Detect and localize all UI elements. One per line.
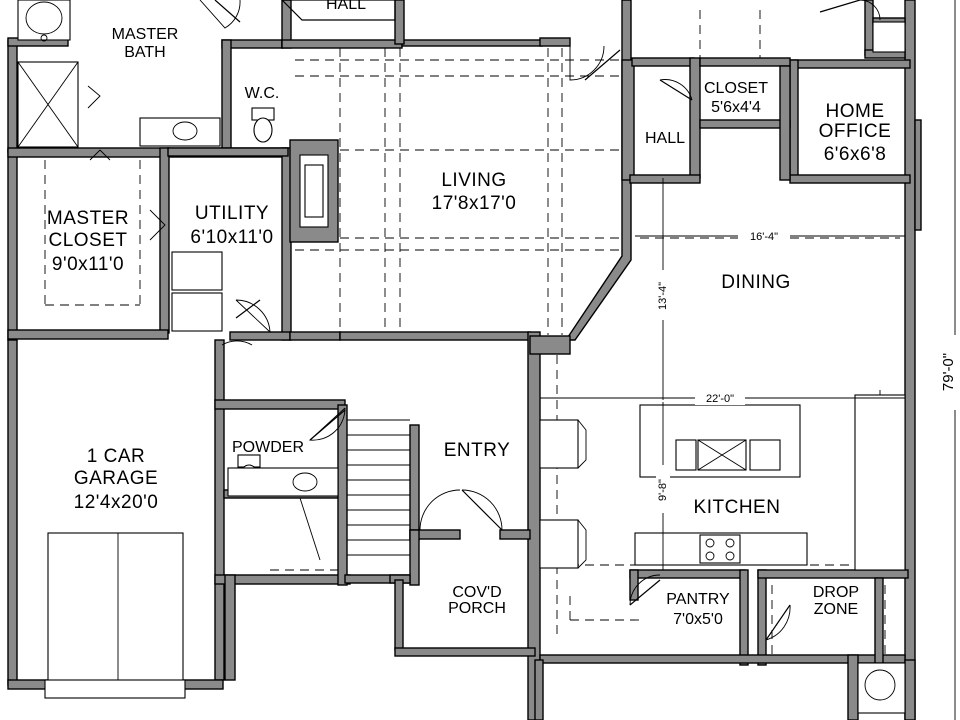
porch-label-1: COV'D <box>452 584 501 601</box>
closet-label: CLOSET <box>704 80 768 97</box>
home-office-size: 6'6x6'8 <box>824 144 887 165</box>
dimension-labels: 16'-4" 13'-4" 22'-0" 9'-8" 79'-0" <box>656 229 960 513</box>
kitchen-width-dim: 22'-0" <box>706 393 734 405</box>
overall-depth-dim: 79'-0" <box>940 353 957 391</box>
doors <box>87 0 881 641</box>
closet-size: 5'6x4'4 <box>711 99 761 116</box>
master-closet-label-1: MASTER <box>47 208 129 229</box>
pantry-label: PANTRY <box>666 591 730 608</box>
master-bath-label-2: BATH <box>124 44 165 61</box>
garage-label-2: GARAGE <box>74 468 158 489</box>
living-size: 17'8x17'0 <box>432 193 517 214</box>
garage-label-1: 1 CAR <box>87 446 145 467</box>
home-office-label-2: OFFICE <box>819 121 892 142</box>
living-label: LIVING <box>441 170 506 191</box>
fixtures <box>17 0 906 714</box>
master-bath-label-1: MASTER <box>112 26 179 43</box>
master-closet-size: 9'0x11'0 <box>52 254 124 275</box>
drop-zone-label-2: ZONE <box>814 601 858 618</box>
stairs <box>299 419 410 561</box>
dining-width-dim: 16'-4" <box>750 231 778 243</box>
home-office-label-1: HOME <box>826 101 885 122</box>
hall-top-label: HALL <box>326 0 366 13</box>
kitchen-depth-dim: 9'-8" <box>657 479 669 501</box>
hall-label: HALL <box>645 130 685 147</box>
utility-size: 6'10x11'0 <box>190 227 273 248</box>
master-closet-label-2: CLOSET <box>48 230 127 251</box>
utility-label: UTILITY <box>195 203 269 224</box>
dining-depth-dim: 13'-4" <box>657 282 669 310</box>
wc-label: W.C. <box>245 85 280 102</box>
powder-label: POWDER <box>232 439 304 456</box>
pantry-size: 7'0x5'0 <box>673 611 723 628</box>
dining-label: DINING <box>721 272 791 293</box>
garage-size: 12'4x20'0 <box>74 492 159 513</box>
porch-label-2: PORCH <box>448 600 506 617</box>
walls <box>7 0 922 720</box>
drop-zone-label-1: DROP <box>813 584 859 601</box>
kitchen-label: KITCHEN <box>694 497 781 518</box>
entry-label: ENTRY <box>444 440 511 461</box>
room-labels: HALL MASTER BATH W.C. LIVING 17'8x17'0 C… <box>47 0 891 628</box>
